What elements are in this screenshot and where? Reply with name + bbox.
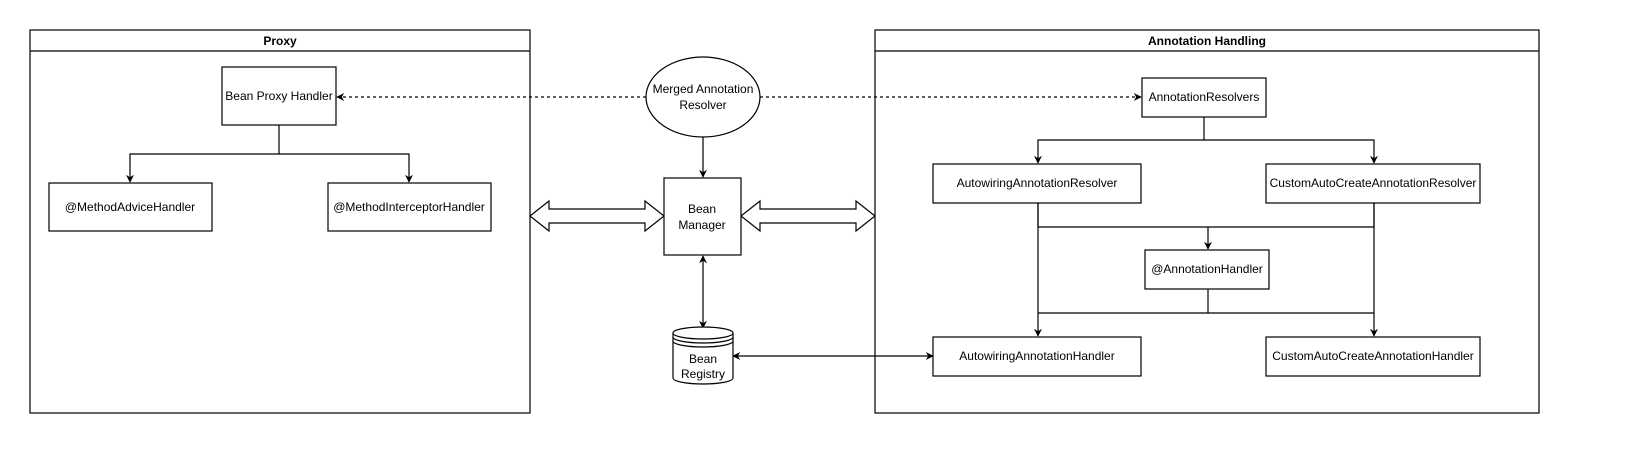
autowiring-annotation-handler-label: AutowiringAnnotationHandler <box>959 349 1114 363</box>
edges <box>126 93 1378 360</box>
merged-annotation-resolver-label-line2: Resolver <box>679 98 726 112</box>
custom-auto-create-annotation-resolver-label: CustomAutoCreateAnnotationResolver <box>1270 176 1477 190</box>
autowiring-annotation-handler-node: AutowiringAnnotationHandler <box>932 336 1142 377</box>
merged-annotation-resolver-label-line1: Merged Annotation <box>653 82 754 96</box>
method-advice-handler-node: @MethodAdviceHandler <box>48 182 213 232</box>
bean-proxy-handler-node: Bean Proxy Handler <box>221 66 337 126</box>
edge-proxy-to-interceptor <box>279 153 413 183</box>
annotation-handler-node: @AnnotationHandler <box>1144 249 1270 290</box>
bean-registry-node: Bean Registry <box>672 326 734 385</box>
custom-auto-create-annotation-handler-node: CustomAutoCreateAnnotationHandler <box>1265 336 1481 377</box>
method-interceptor-handler-label: @MethodInterceptorHandler <box>333 200 485 214</box>
double-arrow-proxy-manager <box>529 199 665 233</box>
method-advice-handler-label: @MethodAdviceHandler <box>65 200 195 214</box>
method-interceptor-handler-node: @MethodInterceptorHandler <box>327 182 492 232</box>
autowiring-annotation-resolver-label: AutowiringAnnotationResolver <box>957 176 1118 190</box>
bean-manager-label-line2: Manager <box>678 218 725 232</box>
double-arrow-manager-annotation <box>740 199 876 233</box>
bean-registry-label-line2: Registry <box>681 367 725 381</box>
bean-manager-node: Bean Manager <box>663 177 742 256</box>
bean-registry-label-line1: Bean <box>689 352 717 366</box>
autowiring-annotation-resolver-node: AutowiringAnnotationResolver <box>932 163 1142 204</box>
custom-auto-create-annotation-resolver-node: CustomAutoCreateAnnotationResolver <box>1265 163 1481 204</box>
edge-proxy-to-advice <box>126 125 280 183</box>
bean-proxy-handler-label: Bean Proxy Handler <box>225 89 332 103</box>
proxy-group-title: Proxy <box>263 34 297 48</box>
annotation-handling-group-title: Annotation Handling <box>1148 34 1266 48</box>
bean-manager-label-line1: Bean <box>688 202 716 216</box>
annotation-resolvers-label: AnnotationResolvers <box>1149 90 1260 104</box>
annotation-handler-label: @AnnotationHandler <box>1151 262 1263 276</box>
annotation-resolvers-node: AnnotationResolvers <box>1141 77 1267 118</box>
edge-resolvers-to-custom <box>1204 139 1378 164</box>
merged-annotation-resolver-node: Merged Annotation Resolver <box>645 56 761 138</box>
edge-resolvers-to-autowiring <box>1034 117 1205 164</box>
custom-auto-create-annotation-handler-label: CustomAutoCreateAnnotationHandler <box>1272 349 1473 363</box>
